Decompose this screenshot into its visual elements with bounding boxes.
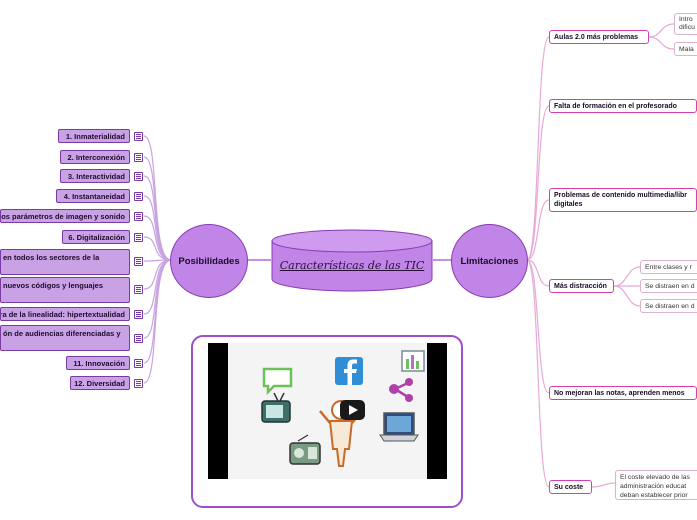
coste-subitem[interactable]: El coste elevado de las administración e… xyxy=(615,470,697,500)
distraccion-subitem[interactable]: Entre clases y r xyxy=(640,260,697,274)
possibility-item[interactable]: ra de la linealidad: hipertextualidad xyxy=(0,307,130,321)
possibility-item[interactable]: 12. Diversidad xyxy=(70,376,130,390)
possibility-item[interactable]: en todos los sectores de la xyxy=(0,249,130,275)
possibility-item[interactable]: dos parámetros de imagen y sonido xyxy=(0,209,130,223)
menu-icon[interactable] xyxy=(134,379,143,388)
distraccion-subitem[interactable]: Se distraen en d xyxy=(640,279,697,293)
menu-icon[interactable] xyxy=(134,132,143,141)
menu-icon[interactable] xyxy=(134,310,143,319)
video-player[interactable] xyxy=(208,343,447,479)
central-cylinder[interactable] xyxy=(271,229,433,293)
menu-icon[interactable] xyxy=(134,359,143,368)
menu-icon[interactable] xyxy=(134,285,143,294)
possibilities-hub[interactable]: Posibilidades xyxy=(170,224,248,298)
facebook-icon xyxy=(335,357,363,385)
possibility-item[interactable]: ón de audiencias diferenciadas y xyxy=(0,325,130,351)
distraccion-subitem[interactable]: Se distraen en d xyxy=(640,299,697,313)
aulas-subitem[interactable]: Mala xyxy=(674,42,697,56)
speech-bubble-icon xyxy=(262,367,293,396)
menu-icon[interactable] xyxy=(134,192,143,201)
menu-icon[interactable] xyxy=(134,233,143,242)
limitation-formacion[interactable]: Falta de formación en el profesorado xyxy=(549,99,697,113)
limitation-coste[interactable]: Su coste xyxy=(549,480,592,494)
possibility-item[interactable]: 4. Instantaneidad xyxy=(56,189,130,203)
possibility-item[interactable]: 2. Interconexión xyxy=(60,150,130,164)
menu-icon[interactable] xyxy=(134,153,143,162)
limitation-aulas[interactable]: Aulas 2.0 más problemas xyxy=(549,30,649,44)
video-thumbnail[interactable] xyxy=(228,343,427,479)
possibility-item[interactable]: 3. Interactividad xyxy=(60,169,130,183)
possibility-item[interactable]: 6. Digitalización xyxy=(62,230,130,244)
menu-icon[interactable] xyxy=(134,172,143,181)
play-icon[interactable] xyxy=(340,400,365,420)
laptop-icon xyxy=(379,412,419,442)
menu-icon[interactable] xyxy=(134,212,143,221)
tv-icon xyxy=(261,392,291,423)
chart-icon xyxy=(401,350,425,372)
central-title: Características de las TIC xyxy=(279,259,425,272)
aulas-subitem[interactable]: Intro dificu xyxy=(674,13,697,35)
possibility-item[interactable]: 11. Innovación xyxy=(66,356,130,370)
menu-icon[interactable] xyxy=(134,257,143,266)
share-icon xyxy=(389,378,413,402)
possibility-item[interactable]: nuevos códigos y lenguajes xyxy=(0,277,130,303)
radio-icon xyxy=(289,434,321,465)
menu-icon[interactable] xyxy=(134,334,143,343)
limitation-notas[interactable]: No mejoran las notas, aprenden menos xyxy=(549,386,697,400)
limitation-contenido[interactable]: Problemas de contenido multimedia/libr d… xyxy=(549,188,697,212)
limitation-distraccion[interactable]: Más distracción xyxy=(549,279,614,293)
limitations-hub[interactable]: Limitaciones xyxy=(451,224,528,298)
possibility-item[interactable]: 1. Inmaterialidad xyxy=(58,129,130,143)
